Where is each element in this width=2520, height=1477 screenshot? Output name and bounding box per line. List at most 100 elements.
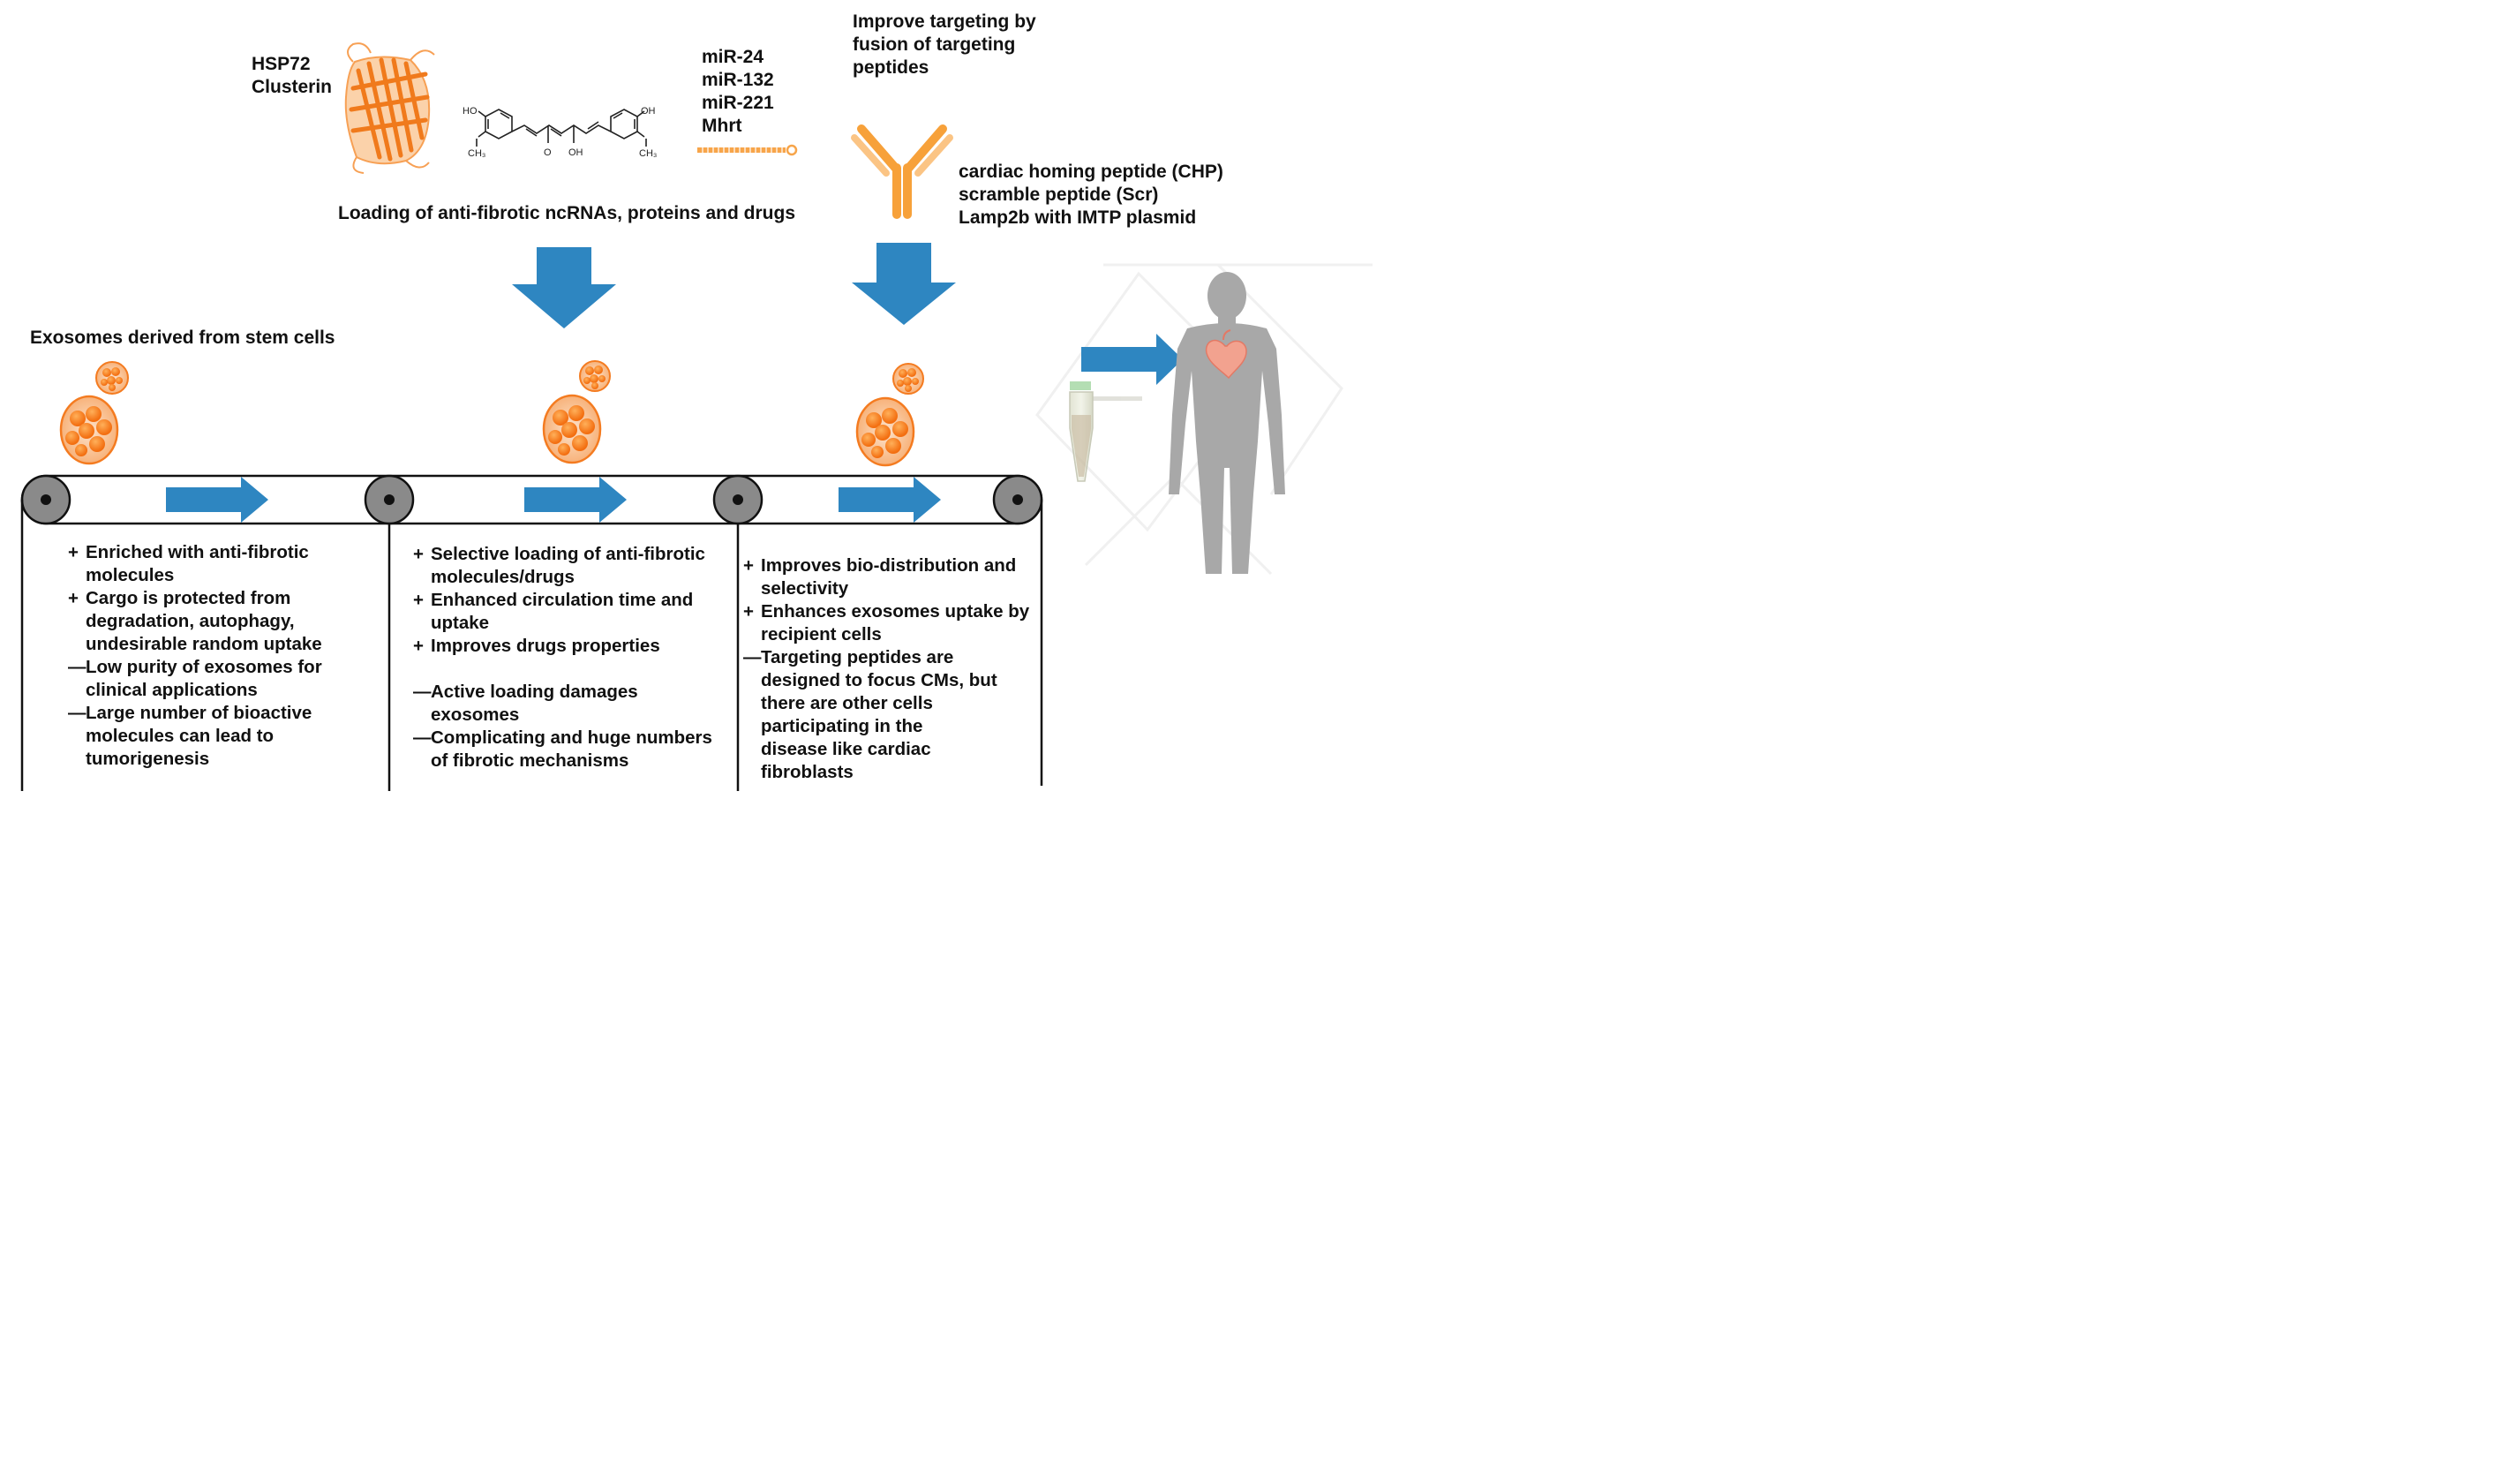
exosome-vesicle-icon bbox=[892, 363, 924, 395]
advantage-mark: + bbox=[413, 544, 424, 564]
disadvantage-mark: — bbox=[413, 727, 432, 748]
conveyor-roller bbox=[712, 474, 764, 525]
list-item-line: Low purity of exosomes for bbox=[86, 657, 322, 677]
list-item-line: Complicating and huge numbers bbox=[431, 727, 712, 748]
conveyor-roller bbox=[364, 474, 415, 525]
list-item-line: undesirable random uptake bbox=[86, 634, 322, 654]
list-item-line: tumorigenesis bbox=[86, 749, 210, 769]
list-item-line: Cargo is protected from bbox=[86, 588, 291, 608]
advantage-mark: + bbox=[413, 636, 424, 656]
protein-label: Clusterin bbox=[252, 77, 333, 97]
mirna-labels: miR-24 miR-132 miR-221 Mhrt bbox=[702, 46, 774, 138]
belt-arrow bbox=[524, 477, 627, 523]
conveyor-roller bbox=[992, 474, 1043, 525]
targeting-title: Improve targeting by fusion of targeting… bbox=[853, 11, 1036, 79]
list-item-line: clinical applications bbox=[86, 680, 258, 700]
down-arrow-targeting bbox=[852, 243, 956, 325]
stem-cells-caption: Exosomes derived from stem cells bbox=[30, 328, 335, 348]
list-item-line: Improves bio-distribution and bbox=[761, 555, 1017, 576]
list-item-line: recipient cells bbox=[761, 624, 882, 644]
list-item-line: Improves drugs properties bbox=[431, 636, 660, 656]
list-item: —Active loading damages exosomes bbox=[413, 681, 712, 727]
list-item: —Low purity of exosomes for clinical appl… bbox=[68, 656, 322, 702]
down-arrow-loading bbox=[512, 247, 616, 328]
list-item-line: uptake bbox=[431, 613, 490, 633]
exosome-vesicle-icon bbox=[95, 361, 129, 395]
advantage-mark: + bbox=[68, 588, 79, 608]
exosome-vesicle-icon bbox=[59, 395, 119, 465]
microrna-strand-icon bbox=[697, 144, 798, 156]
peptide-label: cardiac homing peptide (CHP) bbox=[959, 162, 1223, 182]
mirna-label: miR-24 bbox=[702, 47, 764, 67]
human-silhouette-icon bbox=[1169, 272, 1285, 574]
disadvantage-mark: — bbox=[413, 682, 432, 702]
peptide-label: scramble peptide (Scr) bbox=[959, 185, 1159, 205]
list-item: + Enhanced circulation time and uptake bbox=[413, 589, 712, 635]
list-item-line: Selective loading of anti-fibrotic bbox=[431, 544, 705, 564]
protein-label: HSP72 bbox=[252, 54, 311, 74]
ch3-left-label: CH₃ bbox=[468, 148, 485, 159]
mirna-label: miR-132 bbox=[702, 70, 774, 90]
list-item-line: designed to focus CMs, but bbox=[761, 670, 997, 690]
right-arrow-to-patient bbox=[1081, 334, 1183, 385]
advantage-mark: + bbox=[68, 542, 79, 562]
disadvantage-mark: — bbox=[68, 657, 87, 677]
list-item-line: Enhanced circulation time and bbox=[431, 590, 694, 610]
column-loaded-exosomes: + Selective loading of anti-fibrotic molec… bbox=[413, 543, 712, 772]
targeting-title-line: fusion of targeting bbox=[853, 34, 1016, 55]
curcumin-atom-labels: HO CH₃ O OH OH CH₃ bbox=[463, 106, 657, 159]
list-item-line: molecules can lead to bbox=[86, 726, 275, 746]
list-item-line: Targeting peptides are bbox=[761, 647, 954, 667]
exosome-vesicle-icon bbox=[579, 360, 611, 392]
curcumin-molecule-icon bbox=[476, 109, 647, 147]
list-item-line: fibroblasts bbox=[761, 762, 854, 782]
disadvantage-mark: — bbox=[743, 647, 762, 667]
mirna-label: miR-221 bbox=[702, 93, 774, 113]
list-item-line: Enhances exosomes uptake by bbox=[761, 601, 1030, 622]
list-item-line: of fibrotic mechanisms bbox=[431, 750, 629, 771]
conveyor-roller bbox=[20, 474, 71, 525]
list-spacer bbox=[413, 658, 712, 681]
peptide-label: Lamp2b with IMTP plasmid bbox=[959, 207, 1197, 228]
exosome-therapy-diagram: HO CH₃ O OH OH CH₃ bbox=[0, 0, 1373, 804]
advantage-mark: + bbox=[743, 601, 754, 622]
list-item: —Targeting peptides are designed to focus… bbox=[743, 646, 1029, 784]
mirna-label: Mhrt bbox=[702, 116, 742, 136]
list-item-line: Large number of bioactive bbox=[86, 703, 312, 723]
antibody-icon bbox=[851, 124, 953, 219]
oh-right-label: OH bbox=[641, 106, 656, 117]
list-item-line: molecules/drugs bbox=[431, 567, 575, 587]
beta-barrel-protein-icon bbox=[344, 42, 435, 174]
list-item-line: Enriched with anti-fibrotic bbox=[86, 542, 309, 562]
list-item: + Improves drugs properties bbox=[413, 635, 712, 658]
list-item-line: degradation, autophagy, bbox=[86, 611, 295, 631]
disadvantage-mark: — bbox=[68, 703, 87, 723]
advantage-mark: + bbox=[413, 590, 424, 610]
list-item: + Enriched with anti-fibrotic molecules bbox=[68, 541, 322, 587]
list-item-line: disease like cardiac bbox=[761, 739, 931, 759]
loading-caption: Loading of anti-fibrotic ncRNAs, protein… bbox=[338, 203, 795, 223]
list-item-line: Active loading damages bbox=[431, 682, 638, 702]
microcentrifuge-tube-icon bbox=[1069, 381, 1142, 482]
enol-oh-label: OH bbox=[568, 147, 583, 158]
list-item: + Cargo is protected from degradation, aut… bbox=[68, 587, 322, 656]
targeting-title-line: peptides bbox=[853, 57, 929, 78]
list-item-line: selectivity bbox=[761, 578, 849, 599]
list-item-line: exosomes bbox=[431, 705, 520, 725]
list-item-line: molecules bbox=[86, 565, 175, 585]
peptide-labels: cardiac homing peptide (CHP) scramble pe… bbox=[959, 161, 1223, 230]
advantage-mark: + bbox=[743, 555, 754, 576]
keto-o-label: O bbox=[544, 147, 552, 158]
list-item: —Large number of bioactive molecules can … bbox=[68, 702, 322, 771]
heart-icon bbox=[1205, 329, 1247, 380]
ho-label: HO bbox=[463, 106, 478, 117]
ch3-right-label: CH₃ bbox=[639, 148, 657, 159]
targeting-title-line: Improve targeting by bbox=[853, 11, 1036, 32]
diagram-graphics: HO CH₃ O OH OH CH₃ bbox=[20, 42, 1373, 791]
list-item: + Selective loading of anti-fibrotic molec… bbox=[413, 543, 712, 589]
protein-labels: HSP72 Clusterin bbox=[252, 53, 332, 99]
column-stem-cell-exosomes: + Enriched with anti-fibrotic molecules + Ca… bbox=[68, 541, 322, 771]
